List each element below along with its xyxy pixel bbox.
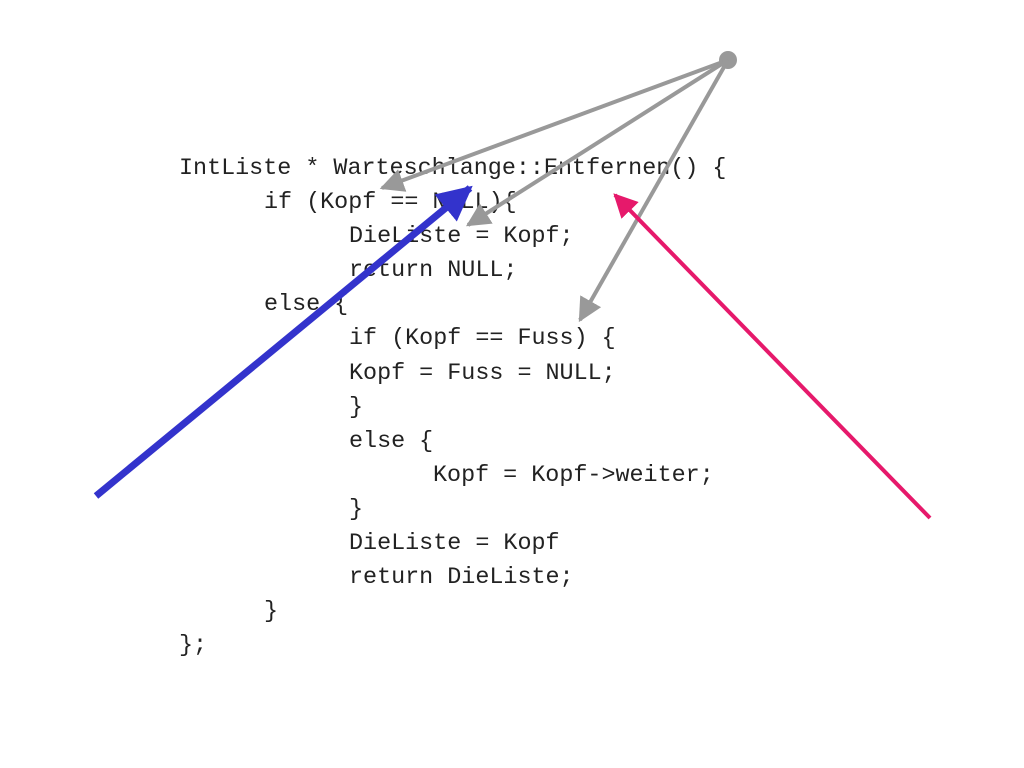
gray-arrow-origin-dot bbox=[719, 51, 737, 69]
code-line-4: return NULL; bbox=[349, 258, 518, 285]
code-block: IntListe * Warteschlange::Entfernen() {i… bbox=[179, 152, 726, 663]
code-line-15: }; bbox=[179, 633, 208, 660]
code-line-8: } bbox=[349, 394, 364, 421]
code-line-3: DieListe = Kopf; bbox=[349, 224, 574, 251]
code-line-12: DieListe = Kopf bbox=[349, 531, 560, 558]
code-line-5: else { bbox=[264, 292, 349, 319]
code-line-10: Kopf = Kopf->weiter; bbox=[433, 462, 714, 489]
code-line-13: return DieListe; bbox=[349, 565, 574, 592]
code-line-7: Kopf = Fuss = NULL; bbox=[349, 360, 616, 387]
code-line-11: } bbox=[349, 496, 364, 523]
code-line-14: } bbox=[264, 599, 279, 626]
code-line-6: if (Kopf == Fuss) { bbox=[349, 326, 616, 353]
code-line-2: if (Kopf == NULL){ bbox=[264, 190, 517, 217]
code-line-1: IntListe * Warteschlange::Entfernen() { bbox=[179, 156, 727, 182]
code-line-9: else { bbox=[349, 428, 434, 455]
